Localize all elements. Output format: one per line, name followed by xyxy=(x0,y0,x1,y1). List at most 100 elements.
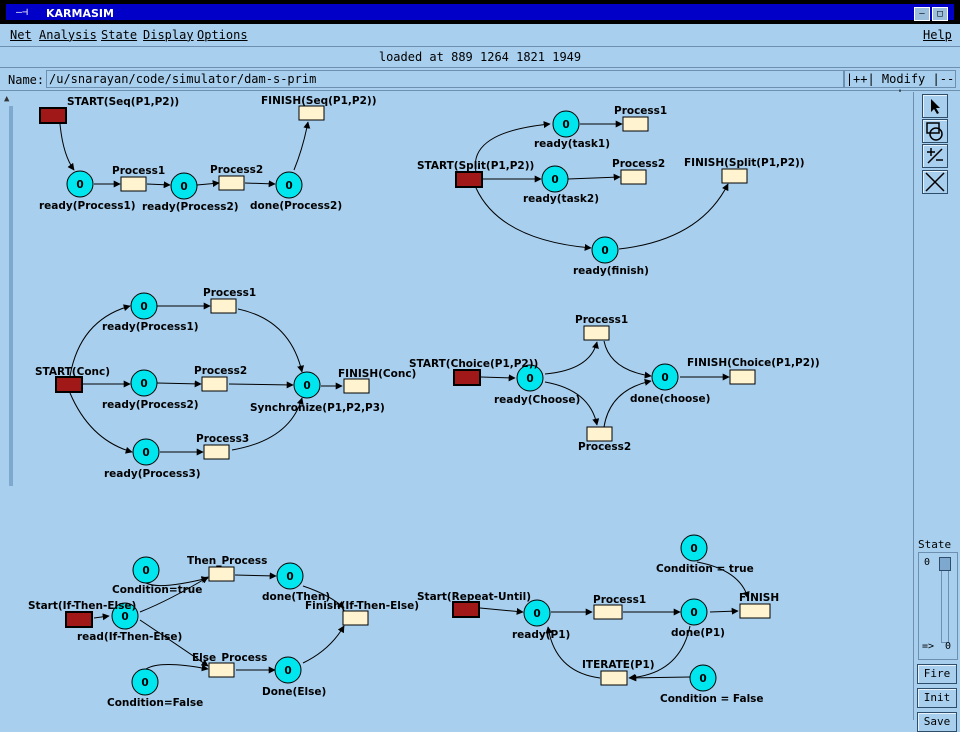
net-name-field[interactable]: /u/snarayan/code/simulator/dam-s-prim xyxy=(46,70,844,88)
delete-tool-button[interactable] xyxy=(922,170,948,194)
arc xyxy=(146,181,171,189)
state-slider-handle[interactable] xyxy=(939,557,951,571)
transition-start-conc[interactable] xyxy=(55,376,83,393)
label-seq-process2: Process2 xyxy=(210,164,263,176)
token-count: 0 xyxy=(661,372,668,384)
label-seq-start: START(Seq(P1,P2)) xyxy=(67,96,179,108)
token-count: 0 xyxy=(76,179,83,191)
menu-options[interactable]: Options xyxy=(197,28,248,42)
label-then-process: Then_Process xyxy=(187,555,267,567)
place-repeat-done[interactable] xyxy=(680,598,708,626)
scroll-up-icon[interactable]: ▲ xyxy=(4,94,10,104)
transition-choice-process2[interactable] xyxy=(586,426,613,442)
token-count: 0 xyxy=(526,373,533,385)
place-ifelse-read[interactable] xyxy=(111,602,139,630)
transition-conc-process2[interactable] xyxy=(201,376,228,392)
arc xyxy=(59,123,75,171)
transition-finish-ifelse[interactable] xyxy=(342,610,369,626)
menu-analysis[interactable]: Analysis xyxy=(39,28,97,42)
transition-split-process1[interactable] xyxy=(622,116,649,132)
label-conc-process2: Process2 xyxy=(194,365,247,377)
arc xyxy=(93,613,110,621)
transition-start-seq[interactable] xyxy=(39,107,67,124)
label-split-task2: ready(task2) xyxy=(523,193,599,205)
place-conc-sync[interactable] xyxy=(293,371,321,399)
place-split-task2[interactable] xyxy=(541,165,569,193)
place-conc-ready3[interactable] xyxy=(132,438,160,466)
transition-start-split[interactable] xyxy=(455,171,483,188)
arc xyxy=(603,378,652,428)
transition-start-choice[interactable] xyxy=(453,369,481,386)
arc xyxy=(69,304,131,377)
arc xyxy=(474,121,551,173)
transition-repeat-process1[interactable] xyxy=(593,604,623,620)
petri-net-diagram[interactable]: 0 0 0 0 0 0 0 0 0 0 0 0 0 0 0 0 0 0 0 0 … xyxy=(18,92,912,720)
token-tool-button[interactable] xyxy=(922,144,948,168)
modify-control[interactable]: |++| Modify |--| xyxy=(844,70,956,102)
transition-split-process2[interactable] xyxy=(620,169,647,185)
arc xyxy=(231,397,304,451)
arc xyxy=(69,392,133,454)
place-cond-false[interactable] xyxy=(131,668,159,696)
arc xyxy=(475,187,592,251)
vertical-scrollbar[interactable]: ▲ xyxy=(0,92,19,720)
label-split-finish: FINISH(Split(P1,P2)) xyxy=(684,157,805,169)
label-conc-finish: FINISH(Conc) xyxy=(338,368,416,380)
transition-choice-process1[interactable] xyxy=(583,325,610,341)
node-tool-button[interactable] xyxy=(922,119,948,143)
transition-then-process[interactable] xyxy=(208,566,235,582)
arc xyxy=(234,572,277,580)
net-canvas[interactable]: 0 0 0 0 0 0 0 0 0 0 0 0 0 0 0 0 0 0 0 0 … xyxy=(18,92,912,720)
save-button[interactable]: Save xyxy=(917,712,957,732)
label-seq-process1: Process1 xyxy=(112,165,165,177)
init-button[interactable]: Init xyxy=(917,688,957,708)
transition-conc-process3[interactable] xyxy=(203,444,230,460)
transition-iterate[interactable] xyxy=(600,670,628,686)
transition-start-repeat[interactable] xyxy=(452,601,480,618)
place-seq-ready1[interactable] xyxy=(66,170,94,198)
place-choice-ready[interactable] xyxy=(516,364,544,392)
menu-display[interactable]: Display xyxy=(143,28,194,42)
menu-help[interactable]: Help xyxy=(923,28,952,42)
token-count: 0 xyxy=(699,673,706,685)
place-conc-ready1[interactable] xyxy=(130,292,158,320)
place-done-else[interactable] xyxy=(274,656,302,684)
arc xyxy=(544,341,599,375)
place-choice-done[interactable] xyxy=(651,363,679,391)
transition-conc-process1[interactable] xyxy=(210,298,237,314)
minimize-icon[interactable]: — xyxy=(914,7,930,21)
place-seq-done2[interactable] xyxy=(275,171,303,199)
transition-finish-choice[interactable] xyxy=(729,369,756,385)
menu-net[interactable]: Net xyxy=(10,28,32,42)
transition-finish-conc[interactable] xyxy=(343,378,370,394)
transition-seq-process2[interactable] xyxy=(218,175,245,191)
token-count: 0 xyxy=(303,380,310,392)
label-split-process2: Process2 xyxy=(612,158,665,170)
token-count: 0 xyxy=(140,378,147,390)
place-repeat-ready[interactable] xyxy=(523,599,551,627)
place-done-then[interactable] xyxy=(276,562,304,590)
token-count: 0 xyxy=(284,665,291,677)
menu-state[interactable]: State xyxy=(101,28,138,42)
label-choice-process1: Process1 xyxy=(575,314,628,326)
scroll-thumb[interactable] xyxy=(9,106,13,486)
transition-finish-seq[interactable] xyxy=(298,105,325,121)
place-cond-true[interactable] xyxy=(132,556,160,584)
transition-start-ifelse[interactable] xyxy=(65,611,93,628)
window-menu-icon[interactable]: —⊣ xyxy=(16,7,29,18)
place-seq-ready2[interactable] xyxy=(170,172,198,200)
select-tool-button[interactable] xyxy=(922,94,948,118)
maximize-icon[interactable]: □ xyxy=(932,7,948,21)
transition-finish-repeat[interactable] xyxy=(739,603,771,619)
transition-seq-process1[interactable] xyxy=(120,176,147,192)
fire-button[interactable]: Fire xyxy=(917,664,957,684)
transition-finish-split[interactable] xyxy=(721,168,748,184)
name-bar: Name: /u/snarayan/code/simulator/dam-s-p… xyxy=(0,68,960,102)
place-conc-ready2[interactable] xyxy=(130,369,158,397)
transition-else-process[interactable] xyxy=(208,662,235,678)
token-count: 0 xyxy=(551,174,558,186)
place-repeat-cond-true[interactable] xyxy=(680,534,708,562)
place-repeat-cond-false[interactable] xyxy=(689,664,717,692)
place-split-finish[interactable] xyxy=(591,236,619,264)
place-split-task1[interactable] xyxy=(552,110,580,138)
